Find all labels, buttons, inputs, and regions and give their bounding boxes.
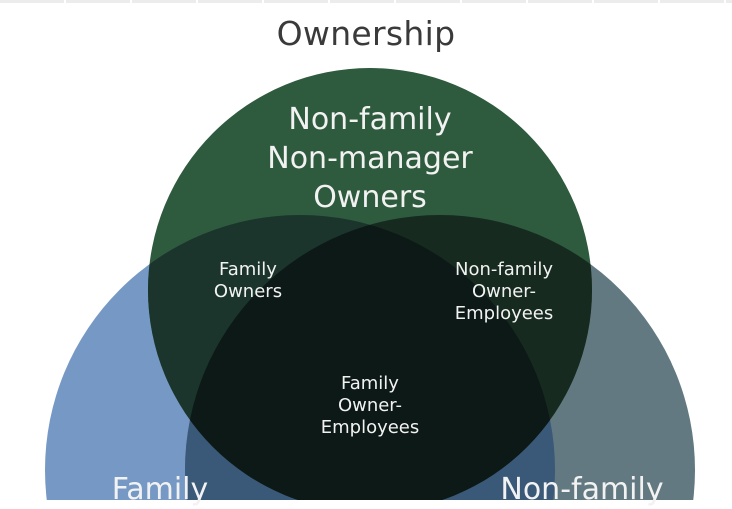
label-line: Family: [219, 259, 277, 280]
label-line: Owners: [213, 281, 283, 302]
label-nonfamily: Non-family: [500, 470, 663, 509]
label-line: Non-family: [500, 472, 664, 507]
label-line: Non-family: [455, 259, 553, 280]
label-line: Employees: [320, 417, 420, 438]
label-line: Owner-: [471, 281, 537, 302]
label-line: Family: [111, 472, 209, 507]
label-nonfamily-nonmanager-owners: Non-family Non-manager Owners: [267, 100, 472, 217]
label-nonfamily-owner-employees: Non-family Owner- Employees: [455, 259, 554, 325]
diagram-title: Ownership: [276, 14, 456, 53]
label-family-owner-employees: Family Owner- Employees: [321, 373, 420, 439]
top-border-strip: [0, 0, 732, 3]
label-line: Non-manager: [267, 141, 473, 176]
center-overlap: [185, 215, 555, 500]
label-family-owners: Family Owners: [214, 259, 282, 303]
label-family: Family: [112, 470, 209, 509]
label-line: Family: [341, 373, 399, 394]
label-line: Owner-: [337, 395, 403, 416]
label-line: Employees: [454, 303, 554, 324]
label-line: Non-family: [288, 102, 452, 137]
label-line: Owners: [313, 180, 427, 215]
